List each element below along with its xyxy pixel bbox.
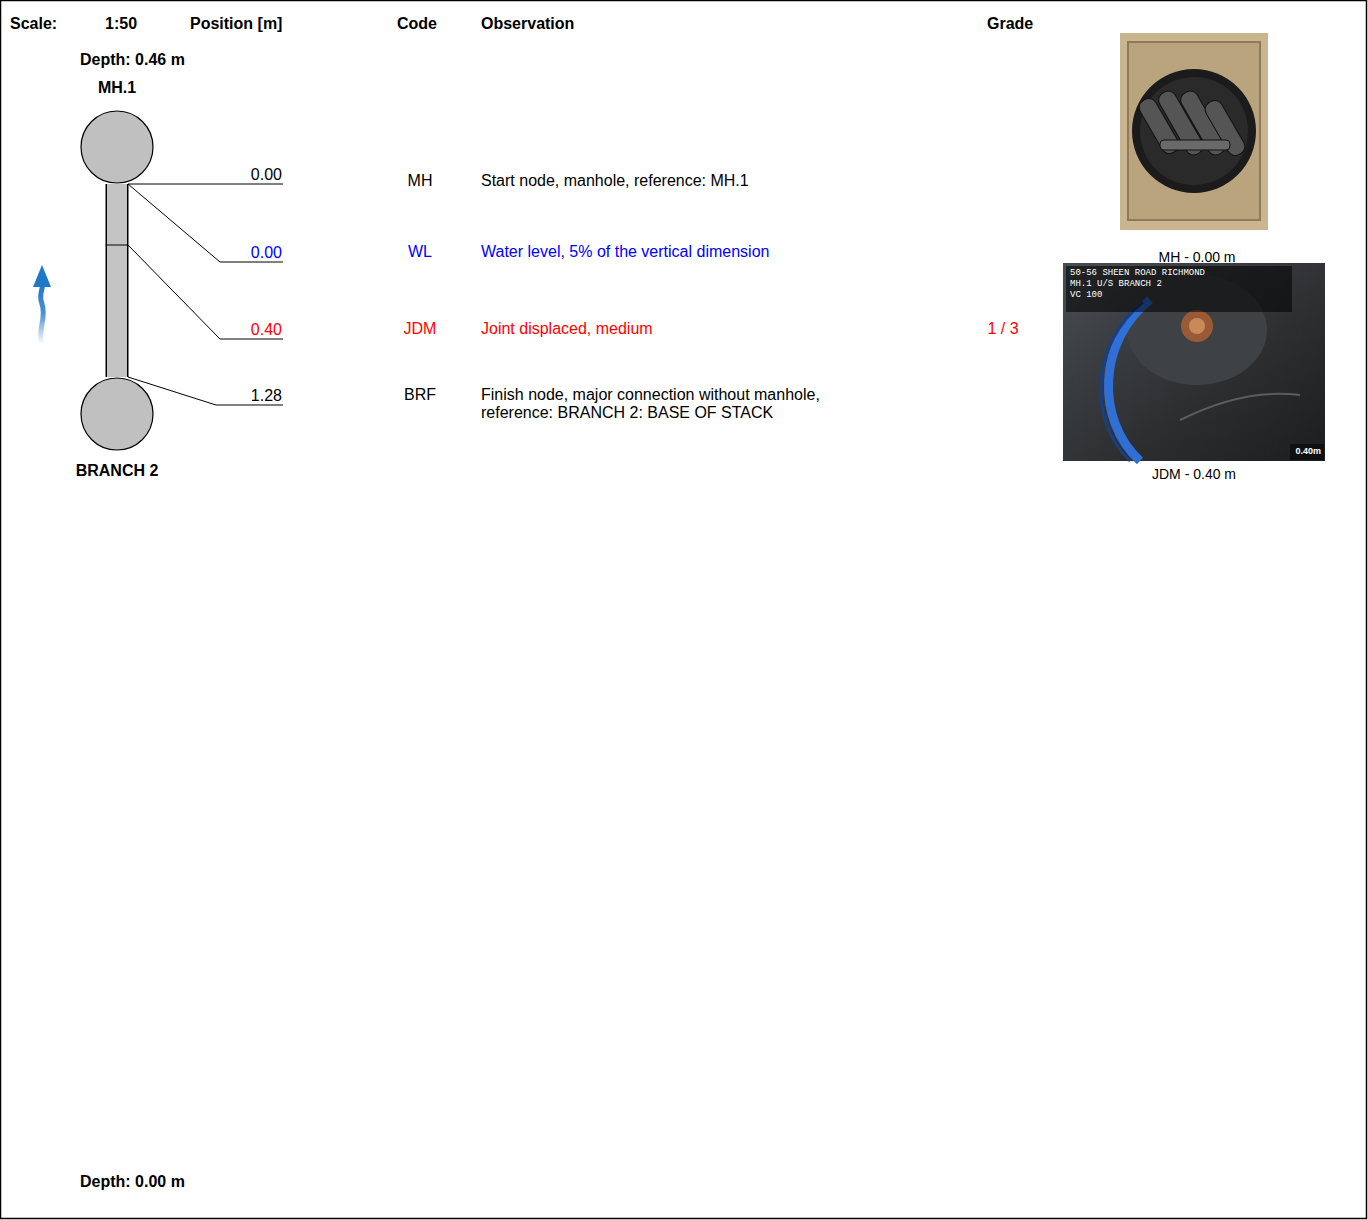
position-value: 0.40 [251, 321, 282, 339]
flow-arrowhead [33, 265, 51, 287]
node-circle: BRANCH 2 [80, 377, 154, 451]
header-text: Observation [481, 15, 574, 33]
depth-label: Depth: 0.46 m [80, 51, 185, 69]
pipe-joint [107, 245, 128, 246]
photo-caption: JDM - 0.40 m [1152, 466, 1236, 482]
node-label: BRANCH 2 [76, 462, 159, 480]
leader-lines [128, 184, 283, 405]
observation-code: WL [408, 243, 432, 261]
photo-overlay-text: 50-56 SHEEN ROAD RICHMOND [1070, 268, 1205, 279]
manhole-photo [1120, 33, 1268, 230]
position-value: 1.28 [251, 387, 282, 405]
position-value: 0.00 [251, 166, 282, 184]
node-circle: MH.1 [80, 110, 154, 184]
node-outline [80, 377, 154, 451]
photo-overlay-text: 0.40m [1295, 446, 1321, 457]
node-outline [80, 110, 154, 184]
observation-code: BRF [404, 386, 436, 404]
position-value: 0.00 [251, 244, 282, 262]
header-text: 1:50 [105, 15, 137, 33]
photo-caption: MH - 0.00 m [1158, 249, 1235, 265]
grade-value: 1 / 3 [987, 320, 1018, 338]
photo-overlay-text: VC 100 [1070, 290, 1102, 301]
header-text: Scale: [10, 15, 57, 33]
observation-text: Finish node, major connection without ma… [481, 386, 881, 422]
depth-label: Depth: 0.00 m [80, 1173, 185, 1191]
header-text: Code [397, 15, 437, 33]
observation-code: MH [408, 172, 433, 190]
pipe-connector [107, 184, 127, 377]
observation-text: Water level, 5% of the vertical dimensio… [481, 243, 769, 261]
photo-overlay-text: MH.1 U/S BRANCH 2 [1070, 279, 1162, 290]
node-label: MH.1 [98, 79, 136, 97]
flow-arrow [41, 284, 44, 344]
observation-text: Start node, manhole, reference: MH.1 [481, 172, 749, 190]
pipe-outline [106, 184, 129, 377]
header-text: Position [m] [190, 15, 282, 33]
observation-text: Joint displaced, medium [481, 320, 653, 338]
cctv-photo [1063, 263, 1325, 461]
observation-code: JDM [404, 320, 437, 338]
header-text: Grade [987, 15, 1033, 33]
